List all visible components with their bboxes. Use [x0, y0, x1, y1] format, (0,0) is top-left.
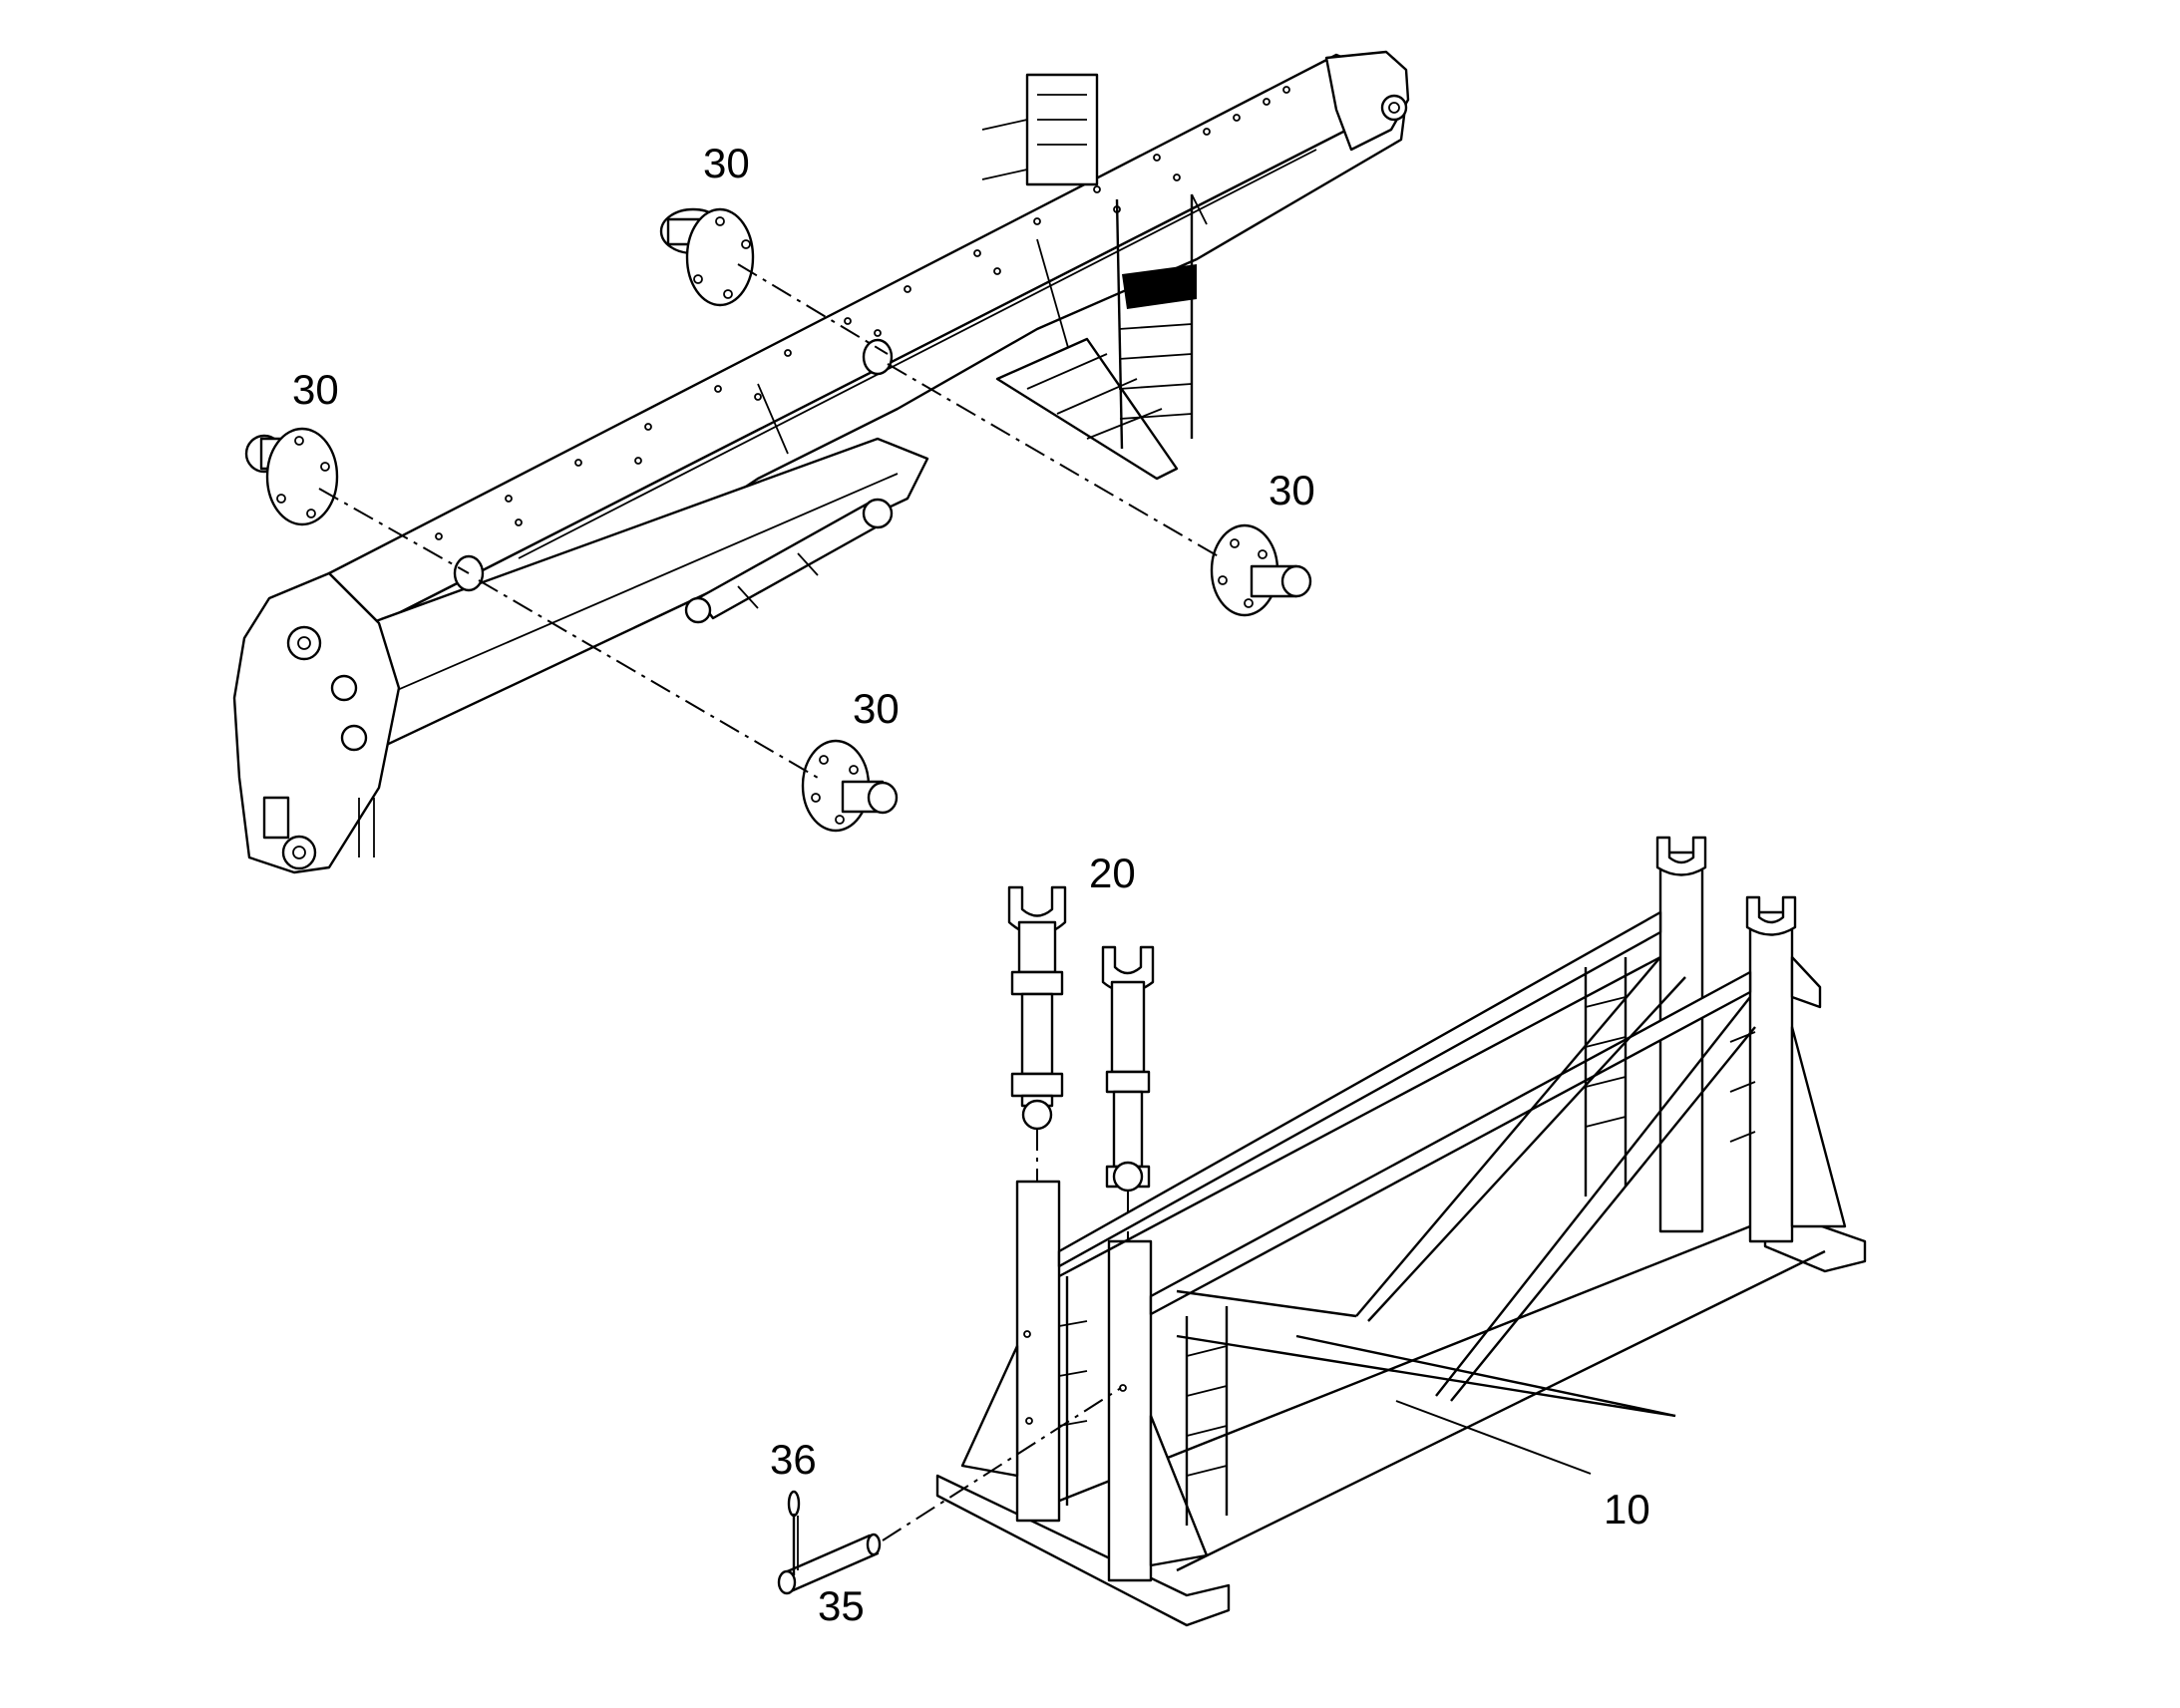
front-base-rail	[935, 1474, 1231, 1627]
callout-30-b: 30	[292, 366, 339, 413]
stand-ladder-front	[1058, 1276, 1229, 1526]
boom-ladder	[1115, 193, 1208, 450]
rear-upright-left	[1658, 851, 1704, 1233]
callout-10-leader	[1395, 1400, 1592, 1475]
boom-assembly	[232, 50, 1410, 874]
stand-frame-10	[935, 836, 1867, 1627]
front-upright-left	[1015, 1180, 1061, 1523]
pin-30-lower	[801, 739, 899, 833]
boom-platform	[981, 73, 1179, 481]
callout-30-d: 30	[853, 685, 900, 732]
callout-10: 10	[1604, 1486, 1650, 1533]
pin-35	[777, 1533, 882, 1595]
stand-ladder-rear	[1584, 957, 1756, 1196]
boom-hole-pattern	[435, 86, 1290, 540]
pin-30-right	[1210, 523, 1312, 617]
rear-upright-right	[1748, 910, 1794, 1243]
boom-head	[1324, 50, 1410, 152]
boom-foot	[232, 571, 401, 874]
front-upright-right	[1107, 1239, 1153, 1582]
clip-36	[787, 1490, 801, 1575]
pin-30-left	[244, 427, 339, 526]
pin-30-centrelines	[318, 263, 1223, 779]
callout-35: 35	[818, 1582, 865, 1629]
callout-30-a: 30	[703, 140, 750, 186]
support-post-20-right	[1101, 945, 1155, 1193]
callout-36: 36	[770, 1436, 817, 1483]
support-post-20-left	[1007, 885, 1067, 1131]
boom-pin-hole-upper	[862, 338, 894, 376]
pin-35-centreline	[882, 1387, 1122, 1541]
callout-30-c: 30	[1269, 467, 1315, 513]
hydraulic-cylinder	[684, 498, 894, 624]
pin-30-upper	[659, 207, 755, 307]
callout-20: 20	[1089, 850, 1136, 896]
